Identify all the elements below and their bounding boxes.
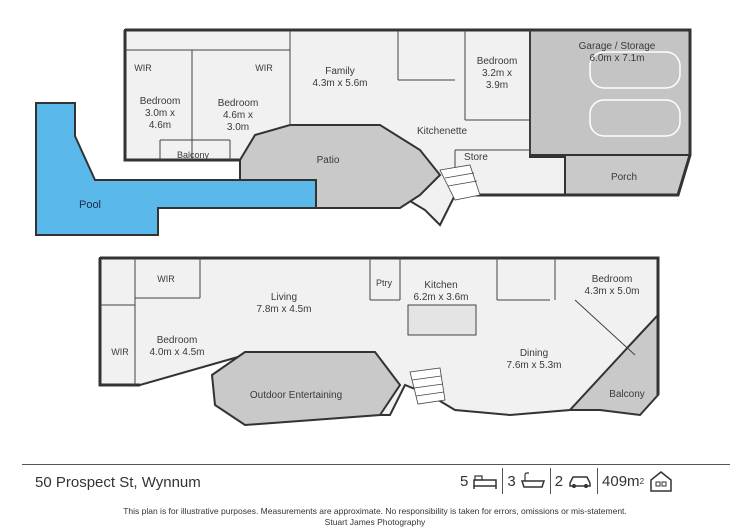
bedroom-count: 5 bbox=[456, 468, 502, 494]
car-count-value: 2 bbox=[554, 472, 564, 490]
garage-label: Garage / Storage bbox=[579, 41, 656, 52]
bedroom-dims: 4.0m x 4.5m bbox=[149, 347, 204, 358]
bedroom-dims: 3.0m bbox=[227, 122, 249, 133]
bathroom-count: 3 bbox=[502, 468, 549, 494]
bedroom-dims: 3.2m x bbox=[482, 68, 512, 79]
stairs-lower bbox=[409, 367, 446, 405]
bath-icon bbox=[520, 472, 545, 488]
family-dims: 4.3m x 5.6m bbox=[312, 78, 367, 89]
patio-area bbox=[239, 124, 442, 209]
photographer-credit: Stuart James Photography bbox=[324, 517, 426, 527]
living-label: Living bbox=[271, 292, 297, 303]
family-label: Family bbox=[325, 66, 354, 77]
property-address: 50 Prospect St, Wynnum bbox=[35, 474, 201, 491]
bedroom-dims: 3.9m bbox=[486, 80, 508, 91]
wir-label: WIR bbox=[255, 63, 273, 73]
disclaimer-text: This plan is for illustrative purposes. … bbox=[123, 506, 627, 516]
kitchenette-label: Kitchenette bbox=[417, 126, 467, 137]
outdoor-entertaining-label: Outdoor Entertaining bbox=[250, 390, 342, 401]
wir-label: WIR bbox=[157, 274, 175, 284]
dining-dims: 7.6m x 5.3m bbox=[506, 360, 561, 371]
floor-plan: WIR WIR Bedroom 3.0m x 4.6m Bedroom 4.6m… bbox=[35, 28, 692, 427]
bedroom-label: Bedroom bbox=[218, 98, 259, 109]
garage-dims: 6.0m x 7.1m bbox=[589, 53, 644, 64]
living-dims: 7.8m x 4.5m bbox=[256, 304, 311, 315]
stairs-upper bbox=[439, 164, 481, 201]
bedroom-label: Bedroom bbox=[140, 96, 181, 107]
bedroom-dims: 4.6m x bbox=[223, 110, 253, 121]
bedroom-dims: 4.6m bbox=[149, 120, 171, 131]
bedroom-label: Bedroom bbox=[157, 335, 198, 346]
patio-label: Patio bbox=[317, 155, 340, 166]
balcony-label: Balcony bbox=[609, 389, 645, 400]
house-icon bbox=[650, 471, 672, 492]
wir-label: WIR bbox=[111, 347, 129, 357]
land-area-unit-sup: 2 bbox=[639, 476, 645, 486]
bathroom-count-value: 3 bbox=[507, 472, 516, 490]
bedroom-dims: 4.3m x 5.0m bbox=[584, 286, 639, 297]
bedroom-label: Bedroom bbox=[477, 56, 518, 67]
balcony-label: Balcony bbox=[177, 150, 210, 160]
bedroom-count-value: 5 bbox=[460, 472, 469, 490]
kitchen-dims: 6.2m x 3.6m bbox=[413, 292, 468, 303]
lower-floor: WIR WIR Living 7.8m x 4.5m Ptry Kitchen … bbox=[98, 256, 660, 427]
kitchen-island bbox=[407, 304, 477, 336]
footer-divider bbox=[22, 464, 730, 465]
pantry-label: Ptry bbox=[376, 278, 393, 288]
land-area-value: 409m bbox=[602, 472, 640, 490]
bed-icon bbox=[473, 475, 498, 489]
pool-label: Pool bbox=[79, 199, 101, 211]
kitchen-label: Kitchen bbox=[424, 280, 457, 291]
car-outline bbox=[589, 51, 681, 137]
car-count: 2 bbox=[549, 468, 597, 494]
porch-label: Porch bbox=[611, 172, 637, 183]
store-label: Store bbox=[464, 152, 488, 163]
bedroom-label: Bedroom bbox=[592, 274, 633, 285]
bedroom-dims: 3.0m x bbox=[145, 108, 175, 119]
wir-label: WIR bbox=[134, 63, 152, 73]
outdoor-entertaining-area bbox=[210, 351, 402, 427]
car-icon bbox=[569, 476, 591, 488]
upper-floor: WIR WIR Bedroom 3.0m x 4.6m Bedroom 4.6m… bbox=[35, 28, 692, 236]
dining-label: Dining bbox=[520, 348, 548, 359]
